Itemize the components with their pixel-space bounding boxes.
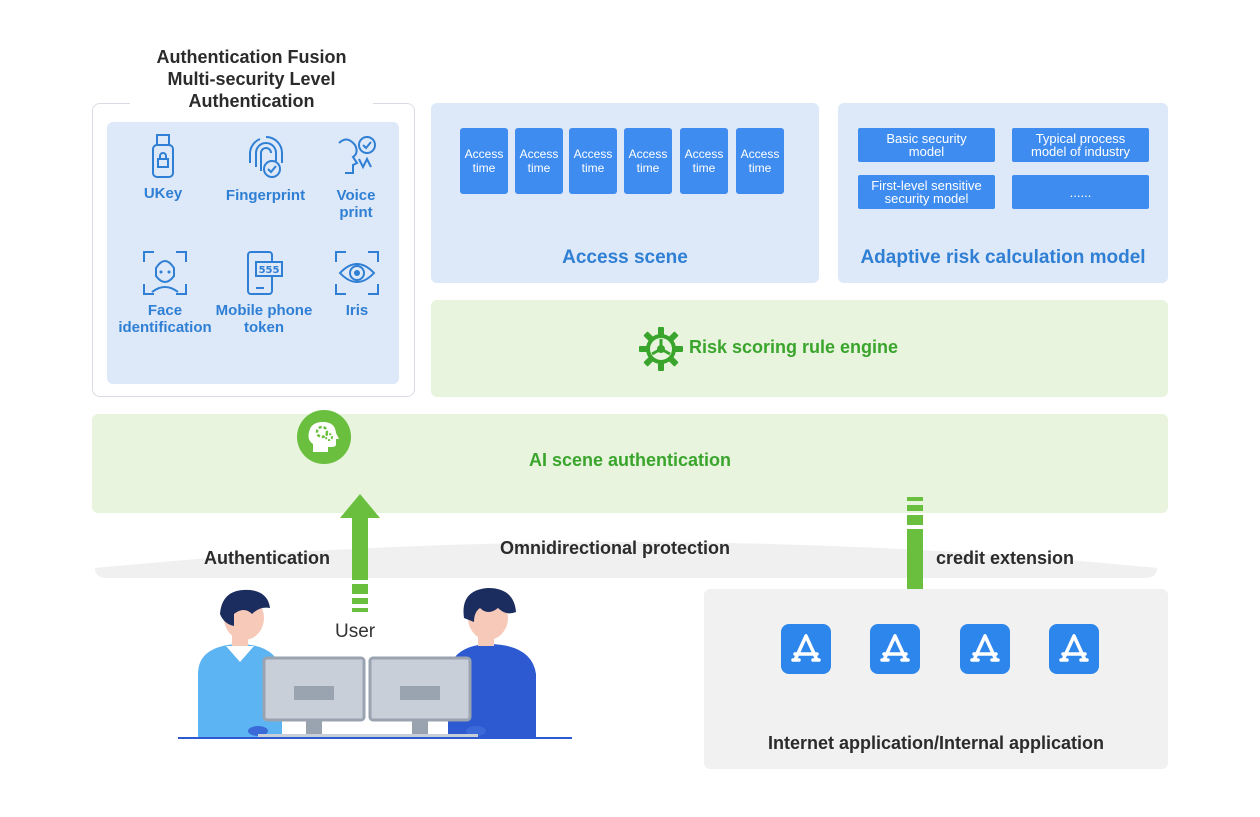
mobile-token-icon: 555 — [247, 251, 283, 295]
access-box-line: Access — [573, 147, 613, 161]
model-line: model — [908, 144, 945, 159]
access-box-line: time — [636, 161, 660, 175]
access-box-line: time — [581, 161, 605, 175]
access-box-line: Access — [684, 147, 724, 161]
access-box-line: Access — [519, 147, 559, 161]
arrow-up-icon — [340, 494, 380, 612]
ai-scene-label: AI scene authentication — [528, 450, 732, 470]
model-ellipsis: ...... — [1012, 175, 1149, 209]
access-box-line: time — [748, 161, 772, 175]
method-ukey: UKey — [128, 133, 198, 202]
auth-fusion-title: Authentication Fusion Multi-security Lev… — [130, 46, 373, 112]
svg-text:555: 555 — [259, 265, 280, 276]
app-store-icon — [781, 624, 831, 674]
usb-key-icon — [152, 134, 174, 178]
method-label-fingerprint: Fingerprint — [225, 187, 306, 204]
method-mobile-token: 555 Mobile phone token — [212, 250, 316, 336]
access-box-line: Access — [628, 147, 668, 161]
method-label-mobile-1: Mobile phone — [215, 302, 313, 319]
method-voice-print: Voice print — [326, 133, 386, 221]
access-box-line: time — [692, 161, 716, 175]
user-label: User — [335, 621, 376, 642]
access-box-line: Access — [740, 147, 780, 161]
method-iris: Iris — [327, 250, 387, 319]
app-store-icon — [870, 624, 920, 674]
applications-panel — [704, 589, 1168, 769]
gear-wheel-icon — [639, 327, 683, 371]
method-label-mobile-2: token — [243, 319, 284, 336]
omnidirectional-protection-label: Omnidirectional protection — [500, 538, 731, 558]
rule-engine-label: Risk scoring rule engine — [689, 337, 899, 357]
method-face-id: Face identification — [113, 250, 217, 336]
applications-label: Internet application/Internal applicatio… — [767, 733, 1105, 753]
auth-title-line-2: Multi-security Level — [167, 69, 336, 89]
model-line: security model — [884, 191, 969, 206]
app-store-icon — [960, 624, 1010, 674]
ai-scene-panel — [92, 414, 1168, 513]
voice-print-icon — [338, 136, 376, 174]
risk-model-label: Adaptive risk calculation model — [860, 247, 1146, 268]
method-label-iris: Iris — [345, 302, 369, 319]
authentication-label: Authentication — [204, 548, 330, 568]
app-store-icon — [1049, 624, 1099, 674]
method-label-voice-2: print — [339, 204, 373, 221]
access-box-line: time — [527, 161, 551, 175]
user-illustration — [178, 588, 572, 739]
model-line: model of industry — [1031, 144, 1130, 159]
method-label-face-2: identification — [118, 319, 212, 336]
access-box-line: Access — [464, 147, 504, 161]
model-line: Typical process — [1035, 131, 1126, 146]
method-label-voice-1: Voice — [336, 187, 376, 204]
auth-title-line-3: Authentication — [188, 91, 315, 111]
access-scene-label: Access scene — [562, 247, 688, 268]
model-line: Basic security — [886, 131, 967, 146]
face-id-icon — [143, 251, 187, 295]
model-line: ...... — [1069, 184, 1092, 200]
access-box-line: time — [472, 161, 496, 175]
auth-title-line-1: Authentication Fusion — [156, 47, 347, 67]
method-label-ukey: UKey — [143, 185, 183, 202]
model-line: First-level sensitive — [871, 178, 982, 193]
rule-engine-panel — [431, 300, 1168, 397]
iris-icon — [335, 251, 379, 295]
method-fingerprint: Fingerprint — [218, 133, 313, 204]
method-label-face-1: Face — [147, 302, 183, 319]
credit-extension-label: credit extension — [936, 548, 1075, 568]
ai-head-gear-icon — [297, 410, 351, 464]
fingerprint-icon — [248, 136, 283, 178]
